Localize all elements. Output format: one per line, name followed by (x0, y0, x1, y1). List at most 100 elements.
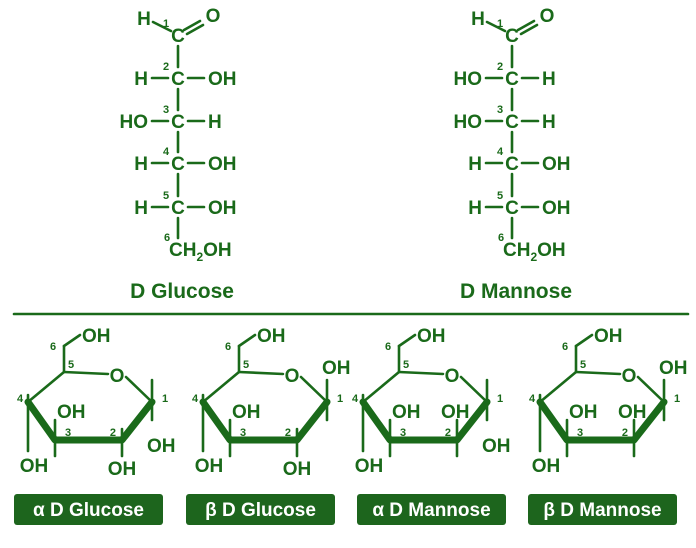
carbon-4-right-group: OH (542, 154, 571, 175)
c3-oh: OH (57, 402, 86, 423)
carbon-5-number: 5 (163, 190, 169, 202)
ch2oh-main: CH (503, 240, 530, 261)
c6-oh-bond (237, 333, 257, 348)
ring-bond-o-c1 (636, 375, 666, 404)
ring-front-bonds (24, 398, 156, 444)
name-badge (528, 494, 677, 525)
carbon-1-number: 1 (162, 393, 168, 405)
carbon-6-number: 6 (225, 341, 231, 353)
carbon-1-number: 1 (497, 18, 503, 30)
carbon-2-label: C (171, 69, 185, 90)
carbon-3-number: 3 (163, 104, 169, 116)
ring-bond-c5-o (574, 370, 622, 376)
c6-oh: OH (594, 326, 623, 347)
carbon-4-number: 4 (352, 393, 359, 405)
carbon-3-right-group: H (208, 112, 222, 133)
ring-bond-c5-o (397, 370, 445, 376)
carbon-5-left-group: H (468, 198, 482, 219)
carbon-5-number: 5 (243, 359, 249, 371)
carbon-3-number: 3 (240, 427, 246, 439)
carbon-6-number: 6 (385, 341, 391, 353)
c2-oh: OH (618, 402, 647, 423)
carbon-2-number: 2 (622, 427, 628, 439)
carbon-6-number: 6 (562, 341, 568, 353)
c2-oh: OH (441, 402, 470, 423)
ring-front-bonds (359, 398, 491, 444)
carbon-3-left-group: HO (120, 112, 149, 133)
ring-front-bonds (536, 398, 668, 444)
ring-bond-o-c1 (124, 375, 154, 404)
ring-bond-c4-c5 (361, 370, 401, 404)
c2-oh: OH (108, 459, 137, 480)
carbon-5-right-group: OH (542, 198, 571, 219)
c6-oh-bond (574, 333, 594, 348)
carbon-3-right-group: H (542, 112, 556, 133)
ring-bond-o-c1 (459, 375, 489, 404)
ch2oh-group: CH2OH (169, 240, 232, 264)
carbon-2-number: 2 (110, 427, 116, 439)
c4-oh: OH (20, 456, 49, 477)
aldehyde-ch-bond (485, 20, 507, 33)
carbon-5-number: 5 (497, 190, 503, 202)
c1-oh: OH (482, 436, 511, 457)
carbon-1-number: 1 (163, 18, 169, 30)
name-badge-label: β D Glucose (205, 500, 316, 521)
c6-oh: OH (257, 326, 286, 347)
carbon-5-label: C (171, 198, 185, 219)
c1-oh: OH (659, 358, 688, 379)
c4-oh: OH (532, 456, 561, 477)
ring-front-bonds (199, 398, 331, 444)
carbon-2-number: 2 (163, 61, 169, 73)
ch2oh-main: CH (169, 240, 196, 261)
carbon-6-number: 6 (498, 232, 504, 244)
c6-oh: OH (82, 326, 111, 347)
c6-oh: OH (417, 326, 446, 347)
carbon-1-label: C (505, 26, 519, 47)
carbon-4-number: 4 (17, 393, 24, 405)
carbon-5-label: C (505, 198, 519, 219)
carbon-3-number: 3 (400, 427, 406, 439)
ring-bond-c4-c5 (201, 370, 241, 404)
ch2oh-sub: 2 (530, 250, 537, 264)
carbon-2-label: C (505, 69, 519, 90)
ring-oxygen: O (622, 366, 637, 387)
carbon-3-label: C (505, 112, 519, 133)
carbon-4-number: 4 (497, 146, 504, 158)
carbon-4-right-group: OH (208, 154, 237, 175)
carbon-3-left-group: HO (454, 112, 483, 133)
aldehyde-h-label: H (137, 9, 151, 30)
carbon-1-number: 1 (497, 393, 503, 405)
carbon-2-left-group: HO (454, 69, 483, 90)
fischer-title: D Mannose (460, 280, 572, 303)
ring-bond-c5-o (237, 370, 285, 376)
name-badge-label: α D Mannose (372, 500, 490, 521)
c3-oh: OH (569, 402, 598, 423)
carbon-4-number: 4 (529, 393, 536, 405)
ring-oxygen: O (110, 366, 125, 387)
carbon-2-right-group: H (542, 69, 556, 90)
ch2oh-tail: OH (537, 240, 566, 261)
carbon-1-label: C (171, 26, 185, 47)
name-badge-label: α D Glucose (33, 500, 144, 521)
carbon-3-number: 3 (65, 427, 71, 439)
carbon-2-number: 2 (497, 61, 503, 73)
carbon-4-number: 4 (192, 393, 199, 405)
carbon-6-number: 6 (164, 232, 170, 244)
carbon-4-left-group: H (134, 154, 148, 175)
ring-bond-c4-c5 (26, 370, 66, 404)
aldehyde-co-bond-2 (519, 23, 539, 36)
carbon-2-number: 2 (445, 427, 451, 439)
carbon-5-left-group: H (134, 198, 148, 219)
aldehyde-o-label: O (540, 6, 555, 27)
carbon-2-number: 2 (285, 427, 291, 439)
ring-bond-o-c1 (299, 375, 329, 404)
c4-oh: OH (355, 456, 384, 477)
ch2oh-tail: OH (203, 240, 232, 261)
c6-oh-bond (62, 333, 82, 348)
carbon-1-number: 1 (337, 393, 343, 405)
